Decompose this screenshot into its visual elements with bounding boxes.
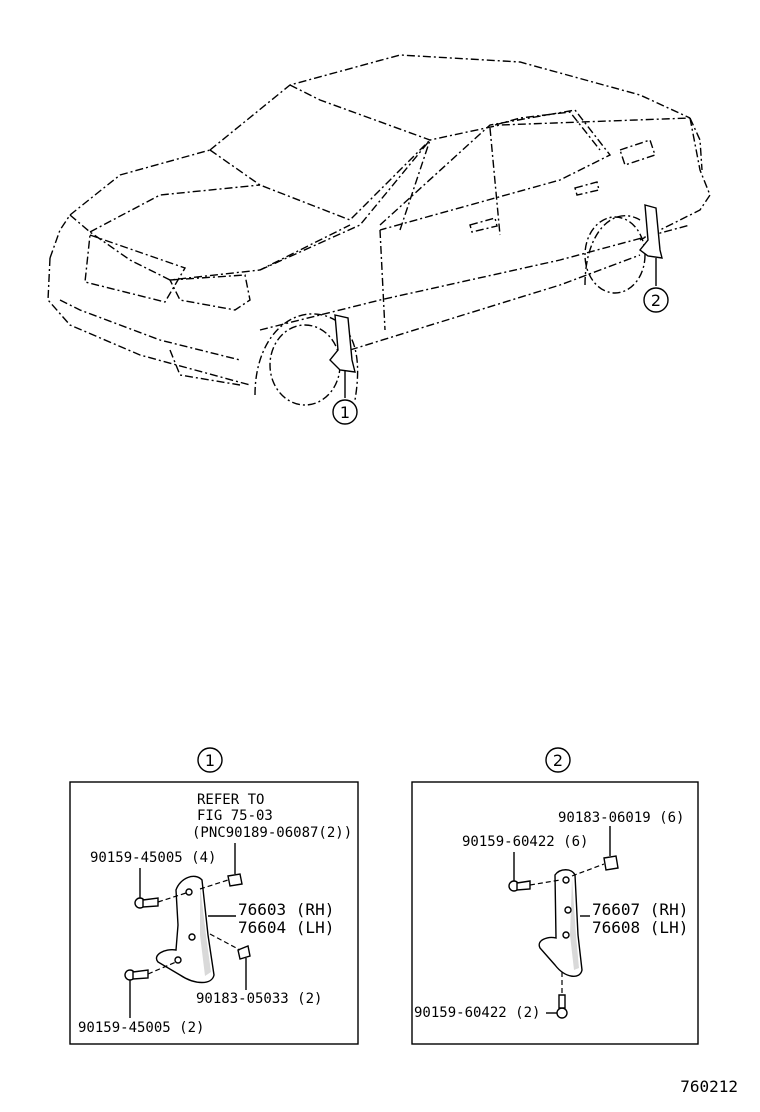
detail-1-labels: REFER TO FIG 75-03 (PNC90189-06087(2)) 9… — [78, 792, 352, 1036]
nut-top-label: 90183-06019 (6) — [558, 810, 684, 826]
pnc-label: (PNC90189-06087(2)) — [192, 825, 352, 841]
clip-label: 90183-05033 (2) — [196, 991, 322, 1007]
detail-2-drawing — [508, 826, 619, 1019]
svg-text:1: 1 — [340, 403, 350, 422]
detail-2-box — [411, 781, 699, 1045]
bolt-bottom-label-2: 90159-60422 (2) — [414, 1005, 540, 1021]
figure-id: 760212 — [680, 1077, 738, 1096]
part-lh-label: 76604 (LH) — [238, 918, 334, 937]
svg-text:1: 1 — [205, 751, 215, 770]
refer-to-label: REFER TO — [197, 792, 264, 808]
callout-1-car: 1 — [332, 399, 358, 425]
svg-text:2: 2 — [651, 291, 661, 310]
bolt-top-label: 90159-45005 (4) — [90, 850, 216, 866]
part-rh-label-2: 76607 (RH) — [592, 900, 688, 919]
detail-1-drawing — [124, 843, 251, 1018]
detail-2-labels: 90183-06019 (6) 90159-60422 (6) 76607 (R… — [414, 810, 688, 1021]
svg-text:2: 2 — [553, 751, 563, 770]
car-illustration — [47, 54, 711, 406]
part-rh-label: 76603 (RH) — [238, 900, 334, 919]
detail-2-header: 2 — [545, 747, 571, 773]
part-lh-label-2: 76608 (LH) — [592, 918, 688, 937]
callout-2-car: 2 — [643, 287, 669, 313]
detail-1-header: 1 — [197, 747, 223, 773]
bolt-top-label-2: 90159-60422 (6) — [462, 834, 588, 850]
bolt-bottom-label: 90159-45005 (2) — [78, 1020, 204, 1036]
detail-1-box — [69, 781, 359, 1045]
fig-ref-label: FIG 75-03 — [197, 808, 273, 824]
